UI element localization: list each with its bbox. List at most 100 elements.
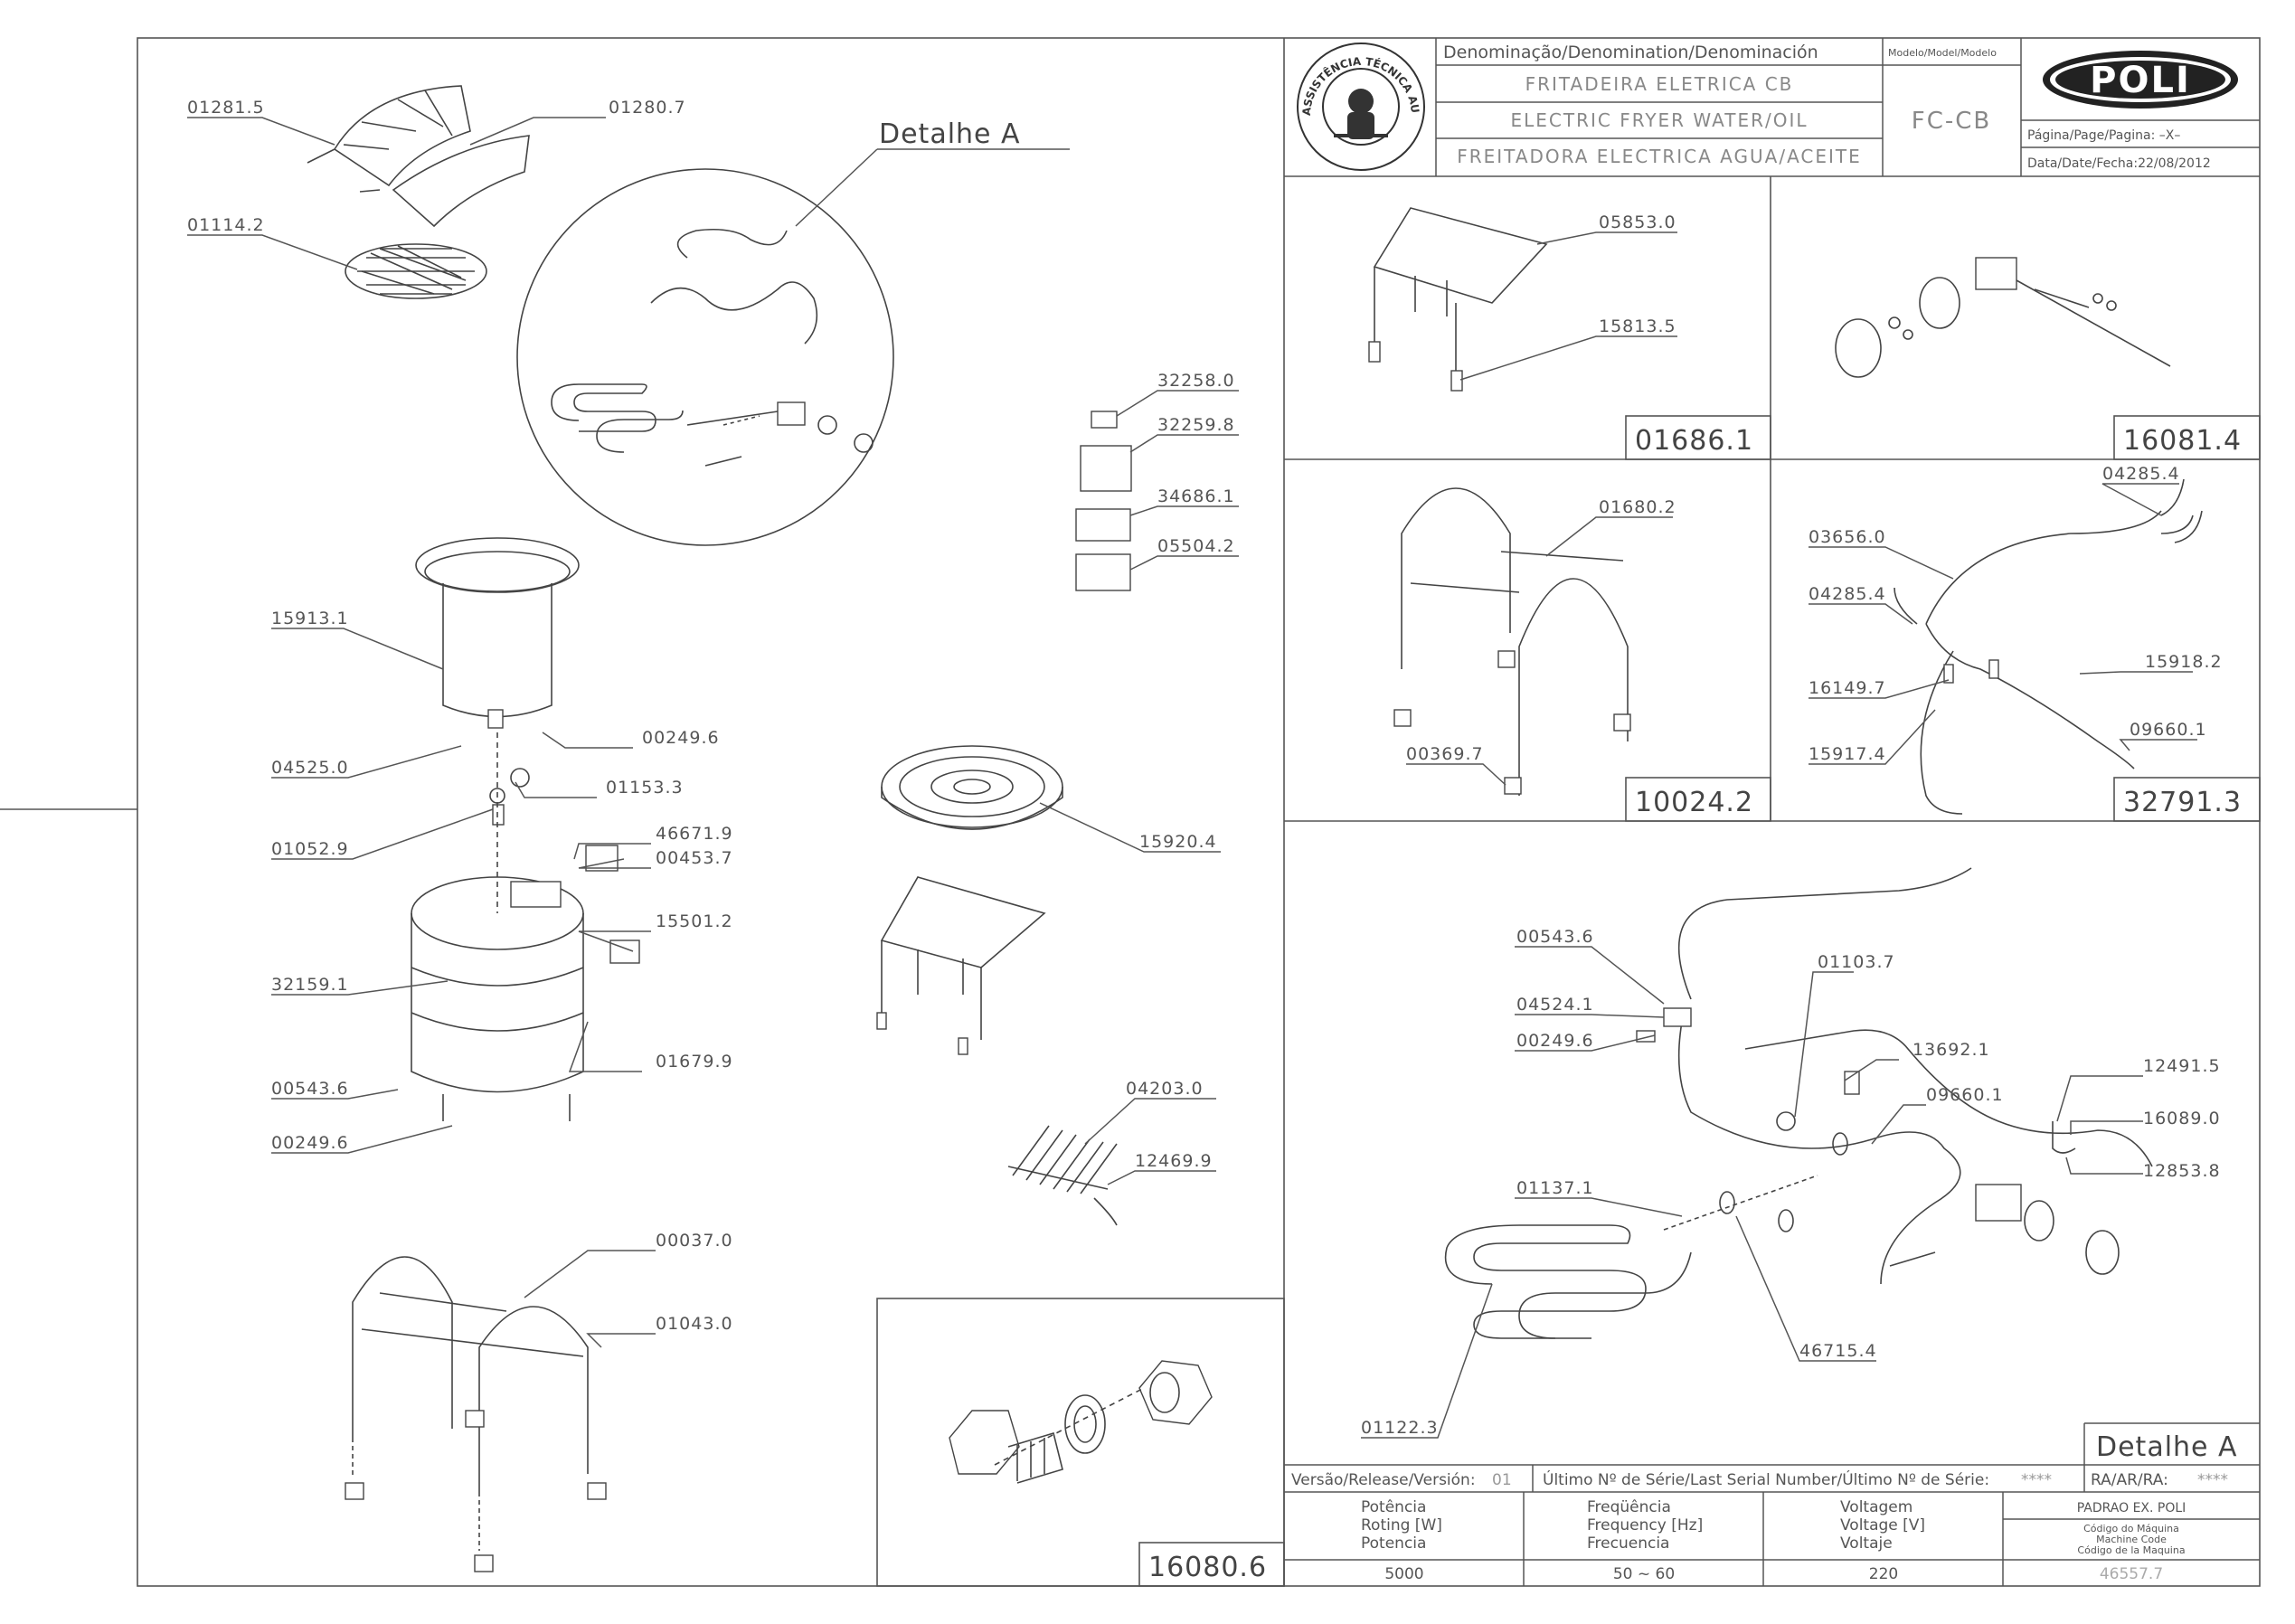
name-es: FREITADORA ELECTRICA AGUA/ACEITE (1457, 146, 1862, 167)
detail-a-assembly: Detalhe A (1444, 867, 2260, 1465)
label-34686: 34686.1 (1157, 486, 1235, 506)
label-13692: 13692.1 (1912, 1040, 1990, 1060)
part-labels-middle: 32258.0 32259.8 34686.1 05504.2 15920.4 … (1126, 371, 1235, 1171)
label-00249-b: 00249.6 (271, 1133, 349, 1153)
std-label: PADRAO EX. POLI (2077, 1501, 2186, 1515)
spring-and-clip (1007, 1125, 1118, 1226)
nut-detail-panel (876, 1298, 1285, 1587)
label-46715: 46715.4 (1799, 1341, 1877, 1361)
detail-a-title-bottom: Detalhe A (2096, 1431, 2238, 1463)
label-12469: 12469.9 (1135, 1151, 1213, 1171)
panel-thermostat-16081 (1835, 257, 2261, 460)
drain-nut-assembly (949, 1360, 1213, 1484)
freq-en: Frequency [Hz] (1587, 1516, 1703, 1534)
label-00543: 00543.6 (271, 1079, 349, 1099)
label-15918: 15918.2 (2145, 652, 2223, 672)
name-en: ELECTRIC FRYER WATER/OIL (1510, 109, 1808, 131)
denomination-header: Denominação/Denomination/Denominación (1443, 42, 1818, 62)
code-es: Código de la Maquina (2077, 1544, 2185, 1556)
label-03656: 03656.0 (1809, 527, 1886, 547)
label-00249-detail: 00249.6 (1516, 1031, 1594, 1051)
label-01280: 01280.7 (609, 98, 686, 118)
label-12491: 12491.5 (2143, 1056, 2221, 1076)
label-15813: 15813.5 (1599, 316, 1676, 336)
label-16149: 16149.7 (1809, 678, 1886, 698)
label-12853: 12853.8 (2143, 1161, 2221, 1181)
serial-label: Último Nº de Série/Last Serial Number/Úl… (1543, 1469, 1989, 1489)
power-pt: Potência (1361, 1498, 1426, 1516)
freq-es: Frecuencia (1587, 1534, 1669, 1553)
label-04285-b: 04285.4 (1809, 584, 1886, 604)
box-part-numbers: 01686.1 16081.4 10024.2 32791.3 16080.6 (1148, 425, 2242, 1583)
label-01122: 01122.3 (1361, 1418, 1439, 1438)
part-labels-panels: 05853.0 15813.5 01680.2 00369.7 04285.4 … (1406, 212, 2223, 764)
tray-and-rack (876, 745, 1063, 1055)
label-00453: 00453.7 (656, 848, 733, 868)
volt-en: Voltage [V] (1840, 1516, 1925, 1534)
brand-text: POLI (2090, 60, 2191, 101)
label-05853: 05853.0 (1599, 212, 1676, 232)
label-01043: 01043.0 (656, 1314, 733, 1334)
date-label: Data/Date/Fecha:22/08/2012 (2027, 156, 2211, 171)
label-09660-b: 09660.1 (1926, 1085, 2004, 1105)
box-16080 (1138, 1542, 1285, 1587)
model-header: Modelo/Model/Modelo (1888, 47, 1997, 59)
model-code: FC-CB (1912, 108, 1991, 135)
freq-value: 50 ~ 60 (1613, 1565, 1675, 1583)
volt-es: Voltaje (1840, 1534, 1893, 1553)
label-01103: 01103.7 (1818, 952, 1895, 972)
leader-lines (187, 117, 2197, 1439)
label-01137: 01137.1 (1516, 1178, 1594, 1198)
release-label: Versão/Release/Versión: (1291, 1471, 1476, 1489)
label-15917: 15917.4 (1809, 744, 1886, 764)
volt-pt: Voltagem (1840, 1498, 1912, 1516)
box-01686: 01686.1 (1635, 425, 1753, 457)
part-labels-detail: 00543.6 04524.1 00249.6 01103.7 13692.1 … (1361, 927, 2221, 1438)
name-pt: FRITADEIRA ELETRICA CB (1525, 73, 1794, 95)
label-16089: 16089.0 (2143, 1109, 2221, 1128)
box-16080: 16080.6 (1148, 1552, 1267, 1583)
technical-assistance-seal: ASSISTÊNCIA TÉCNICA AUTORIZADA (0, 0, 1425, 171)
label-32258: 32258.0 (1157, 371, 1235, 391)
box-32791: 32791.3 (2123, 787, 2242, 818)
code-pt: Código do Máquina (2083, 1523, 2179, 1534)
code-en: Machine Code (2096, 1534, 2167, 1545)
panel-stand-10024 (1393, 487, 1771, 822)
page-label: Página/Page/Pagina: –X– (2027, 128, 2180, 143)
label-04524: 04524.1 (1516, 995, 1594, 1015)
box-10024: 10024.2 (1635, 787, 1753, 818)
label-01114: 01114.2 (187, 215, 265, 235)
code-value: 46557.7 (2100, 1565, 2163, 1583)
label-00037: 00037.0 (656, 1231, 733, 1251)
label-46671: 46671.9 (656, 824, 733, 844)
fryer-tank (411, 537, 640, 1121)
label-01679: 01679.9 (656, 1052, 733, 1072)
ra-label: RA/AR/RA: (2091, 1471, 2168, 1489)
labels-stickers (1075, 411, 1132, 591)
panel-wiring-32791 (1894, 478, 2261, 822)
power-es: Potencia (1361, 1534, 1426, 1553)
label-04525: 04525.0 (271, 758, 349, 778)
power-en: Roting [W] (1361, 1516, 1442, 1534)
volt-value: 220 (1869, 1565, 1898, 1583)
label-01281: 01281.5 (187, 98, 265, 118)
label-32159: 32159.1 (271, 975, 349, 995)
label-15501: 15501.2 (656, 911, 733, 931)
panel-rack-01686 (1368, 207, 1771, 460)
serial-value: **** (2021, 1471, 2052, 1489)
label-00543-detail: 00543.6 (1516, 927, 1594, 947)
fryer-stand (345, 1256, 607, 1572)
freq-pt: Freqüência (1587, 1498, 1671, 1516)
part-labels-left: 01281.5 01280.7 01114.2 15913.1 04525.0 … (187, 98, 733, 1334)
label-32259: 32259.8 (1157, 415, 1235, 435)
ra-value: **** (2197, 1471, 2228, 1489)
label-05504: 05504.2 (1157, 536, 1235, 556)
baskets-and-screen (307, 85, 530, 299)
poli-logo: POLI (2043, 51, 2238, 109)
power-value: 5000 (1384, 1565, 1423, 1583)
label-01153: 01153.3 (606, 778, 684, 798)
box-16081: 16081.4 (2123, 425, 2242, 457)
label-01052: 01052.9 (271, 839, 349, 859)
label-00249-a: 00249.6 (642, 728, 720, 748)
